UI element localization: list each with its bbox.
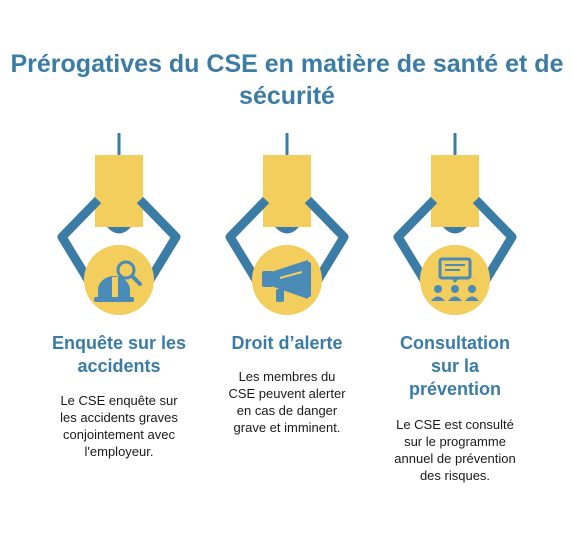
claw-right-arm — [304, 196, 349, 286]
column-accident-investigation: Enquête sur les accidents Le CSE enquête… — [34, 0, 204, 534]
column-prevention-consultation: Consultation sur la prévention Le CSE es… — [370, 0, 540, 534]
claw-right-arm — [472, 196, 517, 286]
claw-left-arm — [393, 196, 438, 286]
claw-illustration — [393, 133, 517, 315]
group-speech-icon — [431, 257, 479, 301]
claw-body — [431, 155, 479, 227]
column-alert-right: Droit d’alerte Les membres du CSE peuven… — [202, 0, 372, 534]
claw-body — [95, 155, 143, 227]
claw-illustration — [225, 133, 349, 315]
text-prevention-consultation: Le CSE est consulté sur le programme ann… — [394, 417, 516, 483]
claw-body — [263, 155, 311, 227]
page-title: Prérogatives du CSE en matière de santé … — [10, 50, 564, 110]
text-alert-right: Les membres du CSE peuvent alerter en ca… — [228, 369, 346, 435]
text-accident-investigation: Le CSE enquête sur les accidents graves … — [60, 393, 178, 459]
heading-prevention-consultation: Consultation sur la prévention — [400, 333, 510, 399]
hard-hat-magnifier-icon — [94, 260, 142, 302]
heading-alert-right: Droit d’alerte — [231, 333, 343, 353]
claw-left-arm — [225, 196, 270, 286]
heading-accident-investigation: Enquête sur les accidents — [51, 333, 187, 376]
megaphone-icon — [262, 260, 311, 302]
claw-illustration — [57, 133, 181, 315]
claw-right-arm — [136, 196, 181, 286]
claw-left-arm — [57, 196, 102, 286]
